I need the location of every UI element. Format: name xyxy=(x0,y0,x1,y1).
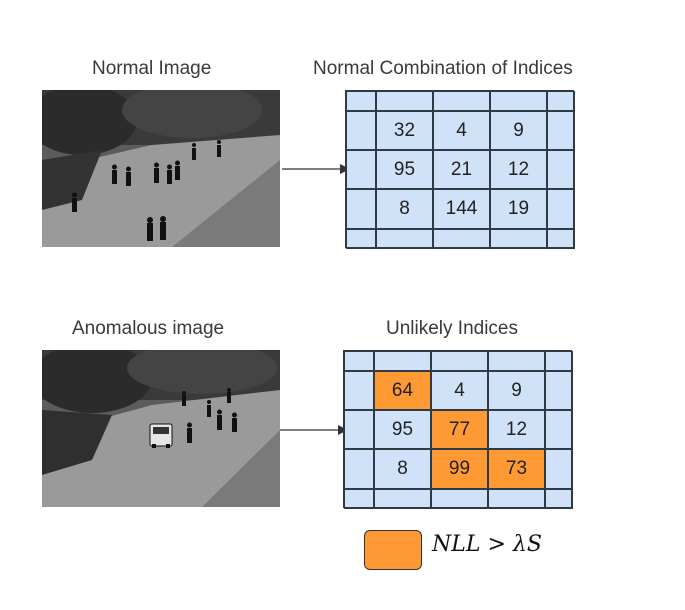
normal-image xyxy=(42,90,280,247)
normal-indices-label: Normal Combination of Indices xyxy=(313,58,573,79)
grid-border-cell xyxy=(344,410,374,449)
grid-value-cell: 8 xyxy=(374,449,431,489)
normal-image-label: Normal Image xyxy=(92,58,212,79)
grid-border-cell xyxy=(346,111,376,150)
grid-border-cell xyxy=(376,91,433,111)
grid-border-cell xyxy=(490,229,547,249)
top-arrow xyxy=(282,164,350,174)
grid-border-cell xyxy=(545,351,573,371)
grid-border-cell xyxy=(346,150,376,189)
grid-border-cell xyxy=(374,489,431,509)
grid-border-cell xyxy=(344,489,374,509)
grid-border-cell xyxy=(545,489,573,509)
grid-value-cell: 77 xyxy=(431,410,488,449)
grid-value-cell: 19 xyxy=(490,189,547,229)
grid-value-cell: 12 xyxy=(490,150,547,189)
grid-border-cell xyxy=(545,371,573,410)
grid-value-cell: 144 xyxy=(433,189,490,229)
grid-border-cell xyxy=(374,351,431,371)
grid-value-cell: 4 xyxy=(433,111,490,150)
grid-border-cell xyxy=(433,91,490,111)
unlikely-indices-label: Unlikely Indices xyxy=(386,318,518,339)
grid-border-cell xyxy=(431,489,488,509)
grid-border-cell xyxy=(344,351,374,371)
grid-border-cell xyxy=(346,229,376,249)
grid-border-cell xyxy=(431,351,488,371)
grid-border-cell xyxy=(344,371,374,410)
grid-value-cell: 9 xyxy=(488,371,545,410)
grid-border-cell xyxy=(547,229,575,249)
grid-border-cell xyxy=(346,91,376,111)
grid-border-cell xyxy=(490,91,547,111)
bottom-arrow xyxy=(280,425,348,435)
legend-swatch xyxy=(364,530,422,570)
grid-value-cell: 95 xyxy=(376,150,433,189)
anomalous-image xyxy=(42,350,280,507)
grid-value-cell: 21 xyxy=(433,150,490,189)
anomalous-image-label: Anomalous image xyxy=(72,318,225,339)
grid-value-cell: 99 xyxy=(431,449,488,489)
grid-border-cell xyxy=(545,410,573,449)
grid-value-cell: 64 xyxy=(374,371,431,410)
grid-border-cell xyxy=(547,111,575,150)
grid-border-cell xyxy=(433,229,490,249)
unlikely-indices-grid: 64 4 9 95 77 12 8 99 73 xyxy=(343,350,573,509)
grid-value-cell: 8 xyxy=(376,189,433,229)
grid-border-cell xyxy=(547,189,575,229)
grid-border-cell xyxy=(547,150,575,189)
grid-border-cell xyxy=(344,449,374,489)
grid-border-cell xyxy=(547,91,575,111)
grid-value-cell: 95 xyxy=(374,410,431,449)
grid-value-cell: 32 xyxy=(376,111,433,150)
normal-indices-grid: 32 4 9 95 21 12 8 144 19 xyxy=(345,90,575,249)
grid-border-cell xyxy=(346,189,376,229)
grid-border-cell xyxy=(376,229,433,249)
grid-value-cell: 9 xyxy=(490,111,547,150)
grid-border-cell xyxy=(545,449,573,489)
legend-text: NLL > λS xyxy=(432,532,542,557)
grid-border-cell xyxy=(488,351,545,371)
grid-value-cell: 4 xyxy=(431,371,488,410)
grid-border-cell xyxy=(488,489,545,509)
grid-value-cell: 12 xyxy=(488,410,545,449)
grid-value-cell: 73 xyxy=(488,449,545,489)
